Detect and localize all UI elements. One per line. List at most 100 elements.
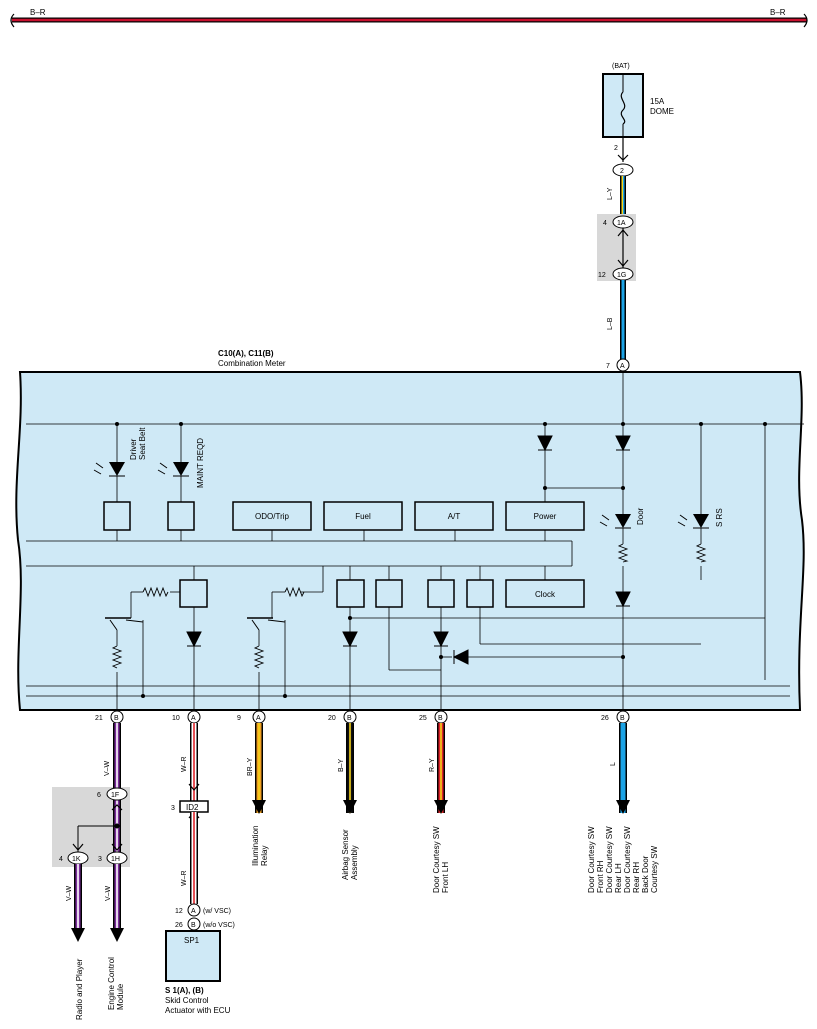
fuse-rating: 15A [650,97,665,106]
dest-illum-1: Illumination [251,826,260,866]
dest-ecm-1: Engine Control [107,957,116,1010]
skid-pin-b-note: (w/o VSC) [203,922,235,929]
wire-by: B–Y [338,723,357,814]
skid-name-1: Skid Control [165,996,209,1005]
skid-pin-a-note: (w/ VSC) [203,908,231,915]
dest-door-3: Door Courtesy SW [605,826,614,893]
pin-number: 10 [172,715,180,722]
pin-number: 9 [237,715,241,722]
upper-harness: 2 L–Y 4 1A 12 1G L–B 7 A [597,137,636,372]
skid-code: S 1(A), (B) [165,986,204,995]
wire-wr-lower-label: W–R [181,870,188,886]
wire-vw-left-label: V–W [66,885,73,901]
power-label: Power [534,512,557,521]
skid-control-ecu: SP1 S 1(A), (B) Skid Control Actuator wi… [165,930,231,1015]
plug-2: 2 [620,168,624,175]
plug-1k: 1K [72,856,81,863]
id2-label: ID2 [186,803,199,812]
fuse-icon [620,91,626,125]
gauge-box-4 [427,579,455,608]
pin-connector-letter: B [347,715,352,722]
pin-number: 25 [419,715,427,722]
pin-1k-num: 4 [59,856,63,863]
plug-7: A [620,363,625,370]
seat-belt-gauge-box [103,501,131,531]
gauge-box-2 [336,579,365,608]
maint-gauge-box [167,501,195,531]
meter-gauges: ODO/Trip Fuel A/T Power Clock [232,501,585,608]
seat-belt-lamp: Driver Seat Belt [93,427,147,477]
plug-1f: 1F [111,792,119,799]
junction-1f-1k-1h: 6 1F 4 1K 3 1H [52,787,130,867]
wire-l: L [610,723,630,814]
wire-bry-label: BR–Y [247,757,254,776]
pin-connector-letter: A [256,715,261,722]
dest-airbag-2: Assembly [350,845,359,880]
dest-door-lh-2: Front LH [441,862,450,893]
wire-vw-right-label: V–W [105,885,112,901]
maint-reqd-lamp: MAINT REQD [157,438,205,488]
wire-vw-label: V–W [104,760,111,776]
pin-1g-num: 12 [598,272,606,279]
maint-reqd-label: MAINT REQD [196,438,205,488]
wire-ly-label: L–Y [607,187,614,200]
odo-trip-label: ODO/Trip [255,512,289,521]
top-wire-left-label: B–R [30,8,46,17]
bat-label: (BAT) [612,63,630,70]
top-wire: B–R B–R [10,8,808,28]
id2-num: 3 [171,805,175,812]
at-label: A/T [448,512,461,521]
combination-meter: C10(A), C11(B) Combination Meter [15,349,805,712]
dest-radio: Radio and Player [75,958,84,1020]
sp1-label: SP1 [184,936,200,945]
plug-1g: 1G [617,272,626,279]
skid-pin-b-conn: B [191,922,196,929]
pin-number: 26 [601,715,609,722]
fuse-name: DOME [650,107,674,116]
dome-fuse: (BAT) 15A DOME 2 [602,63,674,152]
dest-door-6: Rear RH [632,862,641,893]
pin-connector-letter: A [191,715,196,722]
fuse-pin: 2 [614,145,618,152]
pin-26-B: 26 B [601,710,630,724]
dest-door-lh-1: Door Courtesy SW [432,826,441,893]
wire-vw-lower: V–W V–W [66,864,124,942]
door-label: Door [636,507,645,525]
plug-1h: 1H [111,856,120,863]
gauge-box-5 [466,579,494,608]
door-lamp: Door [599,507,645,529]
dest-ecm-2: Module [116,983,125,1010]
wire-wr-label: W–R [181,756,188,772]
wire-by-label: B–Y [338,758,345,772]
seat-belt-label-1: Driver [129,438,138,460]
wire-ry-label: R–Y [429,758,436,772]
pin-7-num: 7 [606,363,610,370]
top-wire-right-label: B–R [770,8,786,17]
pin-connector-letter: B [620,715,625,722]
dest-door-2: Front RH [596,860,605,893]
meter-code: C10(A), C11(B) [218,349,274,358]
skid-pin-b-num: 26 [175,922,183,929]
pin-21-B: 21 B [95,710,124,724]
pin-1f-num: 6 [97,792,101,799]
pin-1h-num: 3 [98,856,102,863]
wire-l-label: L [610,762,617,766]
gauge-box-1 [179,579,208,608]
pin-10-A: 10 A [172,710,201,724]
skid-name-2: Actuator with ECU [165,1006,231,1015]
srs-label: S RS [715,508,724,527]
pin-connector-letter: B [114,715,119,722]
dest-illum-2: Relay [260,846,269,866]
destination-labels: Radio and Player Engine Control Module I… [75,826,659,1020]
dest-door-1: Door Courtesy SW [587,826,596,893]
dest-door-7: Back Door [641,855,650,893]
srs-lamp: S RS [677,508,724,529]
wire-bry: BR–Y [247,723,266,814]
pin-number: 21 [95,715,103,722]
gauge-box-3 [375,579,403,608]
